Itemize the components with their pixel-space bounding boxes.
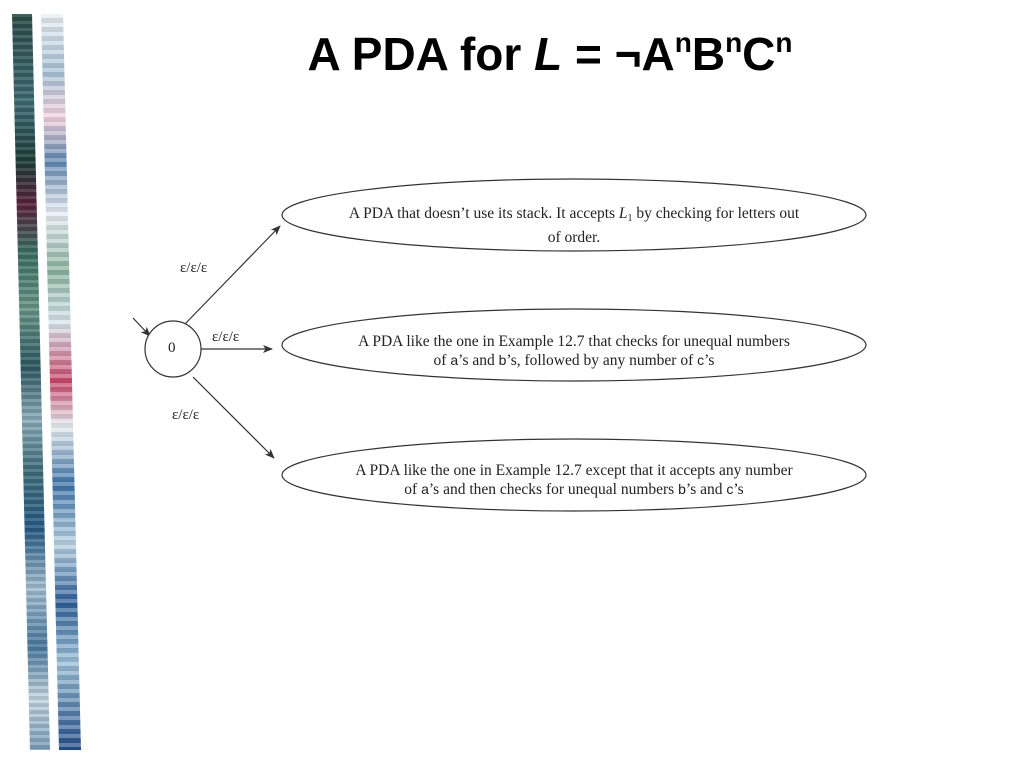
title-negation: ¬ — [614, 28, 642, 80]
title-b: B — [691, 28, 726, 80]
title-exp-b: n — [725, 27, 743, 58]
letter-a: a — [421, 481, 429, 497]
machine-description-3: A PDA like the one in Example 12.7 excep… — [284, 461, 864, 499]
letter-c: c — [726, 481, 734, 497]
transition-arrow-bottom — [192, 376, 275, 459]
letter-b: b — [498, 352, 507, 368]
machine-2-line-1: A PDA like the one in Example 12.7 that … — [358, 333, 790, 350]
machine-description-1: A PDA that doesn’t use its stack. It acc… — [284, 204, 864, 247]
machine-3-line-1: A PDA like the one in Example 12.7 excep… — [355, 462, 793, 479]
transition-arrow-top — [184, 225, 281, 325]
transition-label-top: ε/ε/ε — [180, 260, 208, 276]
machine-1-line-2: of order. — [547, 229, 601, 246]
language-l1-subscript: 1 — [627, 213, 633, 224]
title-equals: = — [562, 28, 615, 80]
title-prefix: A PDA for — [307, 28, 535, 80]
letter-b: b — [678, 481, 686, 497]
title-a: A — [641, 28, 675, 80]
machine-ellipse-3 — [281, 438, 867, 512]
machine-description-2: A PDA like the one in Example 12.7 that … — [284, 332, 864, 370]
start-state-label: 0 — [168, 340, 176, 356]
letter-c: c — [697, 352, 705, 368]
title-exp-a: n — [674, 27, 692, 58]
letter-a: a — [450, 352, 459, 368]
machine-3-line-2: of a’s and then checks for unequal numbe… — [404, 481, 744, 498]
slide-title: A PDA for L = ¬AnBnCn — [150, 24, 950, 84]
start-arrow — [132, 317, 151, 337]
title-exp-c: n — [775, 27, 793, 58]
machine-ellipse-2 — [281, 308, 867, 382]
title-language-var: L — [534, 28, 563, 80]
title-c: C — [742, 28, 776, 80]
machine-1-line-1: A PDA that doesn’t use its stack. It acc… — [348, 205, 800, 224]
language-l1-var: L — [618, 205, 628, 222]
transition-label-middle: ε/ε/ε — [212, 329, 240, 345]
transition-label-bottom: ε/ε/ε — [172, 407, 200, 423]
machine-2-line-2: of a’s and b’s, followed by any number o… — [433, 352, 715, 369]
machine-ellipse-1 — [281, 178, 867, 252]
